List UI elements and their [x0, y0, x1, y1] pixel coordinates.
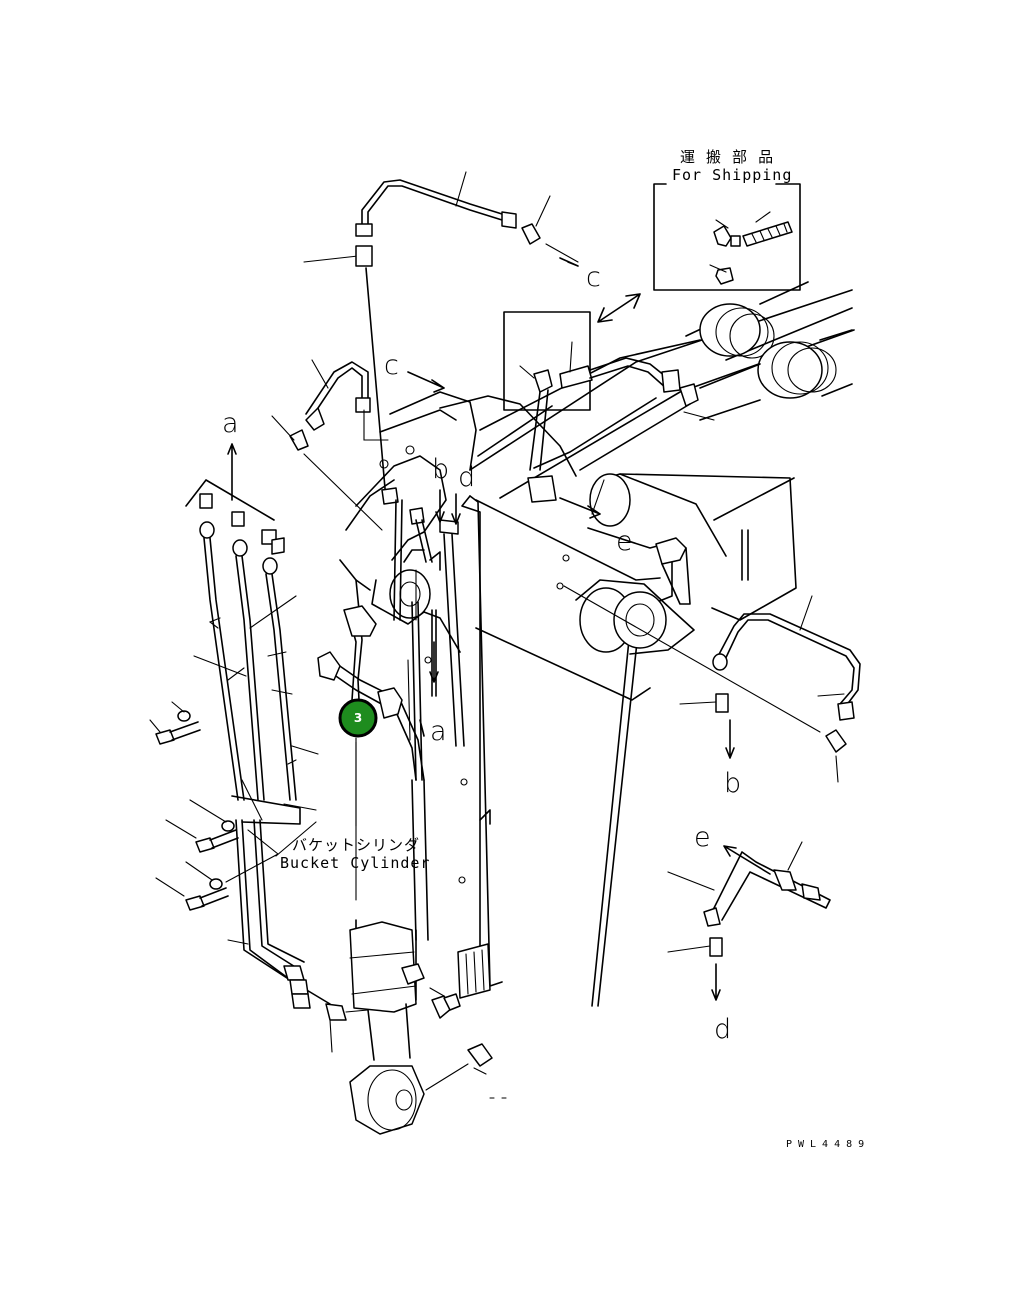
- flow-letter-b-right: b: [724, 768, 741, 799]
- part-callout-3[interactable]: 3: [338, 698, 378, 738]
- callout-number: 3: [354, 711, 362, 725]
- drawing-code: PWL4489: [786, 1139, 870, 1150]
- flow-letter-d-top: d: [458, 462, 475, 493]
- shipping-title-jp: 運 搬 部 品: [680, 148, 774, 166]
- washer-icon: [177, 710, 191, 722]
- for-shipping-box: 運 搬 部 品 For Shipping: [653, 148, 801, 291]
- flow-letter-a-top: a: [222, 408, 239, 439]
- flow-letter-c-top: c: [586, 262, 601, 293]
- left-bolts: [149, 701, 317, 911]
- bolt-icon: [185, 887, 229, 911]
- upper-left-hose: [271, 359, 389, 531]
- boom-structure: [424, 289, 855, 1007]
- bolt-icon: [195, 829, 239, 853]
- arm-cylinder: [685, 281, 853, 421]
- boom-foot-brackets: [339, 391, 477, 781]
- shipping-elbow-fitting-icon: [713, 225, 741, 247]
- center-hose-box: [503, 311, 715, 515]
- bucket-cylinder: [317, 579, 507, 1135]
- left-pipe-assembly: [185, 479, 369, 1021]
- shipping-bolt-icon: [742, 221, 793, 247]
- shipping-title-en: For Shipping: [672, 166, 792, 184]
- washer-icon: [221, 820, 235, 832]
- top-pipe-assembly: [303, 171, 579, 501]
- flow-letter-b-top: b: [432, 454, 449, 485]
- bucket-cylinder-label-jp: バケットシリンダ: [292, 836, 420, 854]
- flow-letter-a-mid: a: [430, 716, 447, 747]
- washer-icon: [209, 878, 223, 890]
- flow-letter-e-mid: e: [616, 526, 633, 557]
- flow-letter-d-bottom: d: [714, 1014, 731, 1045]
- bolt-icon: [155, 721, 201, 745]
- bucket-cylinder-label-en: Bucket Cylinder: [280, 854, 430, 872]
- right-pipe-assembly: [563, 585, 861, 1001]
- flow-arrows: [227, 257, 601, 683]
- shipping-nut-icon: [715, 267, 734, 285]
- flow-letter-c-mid: c: [384, 350, 399, 381]
- flow-letter-e-right: e: [694, 822, 711, 853]
- shipping-double-arrow: [597, 293, 641, 323]
